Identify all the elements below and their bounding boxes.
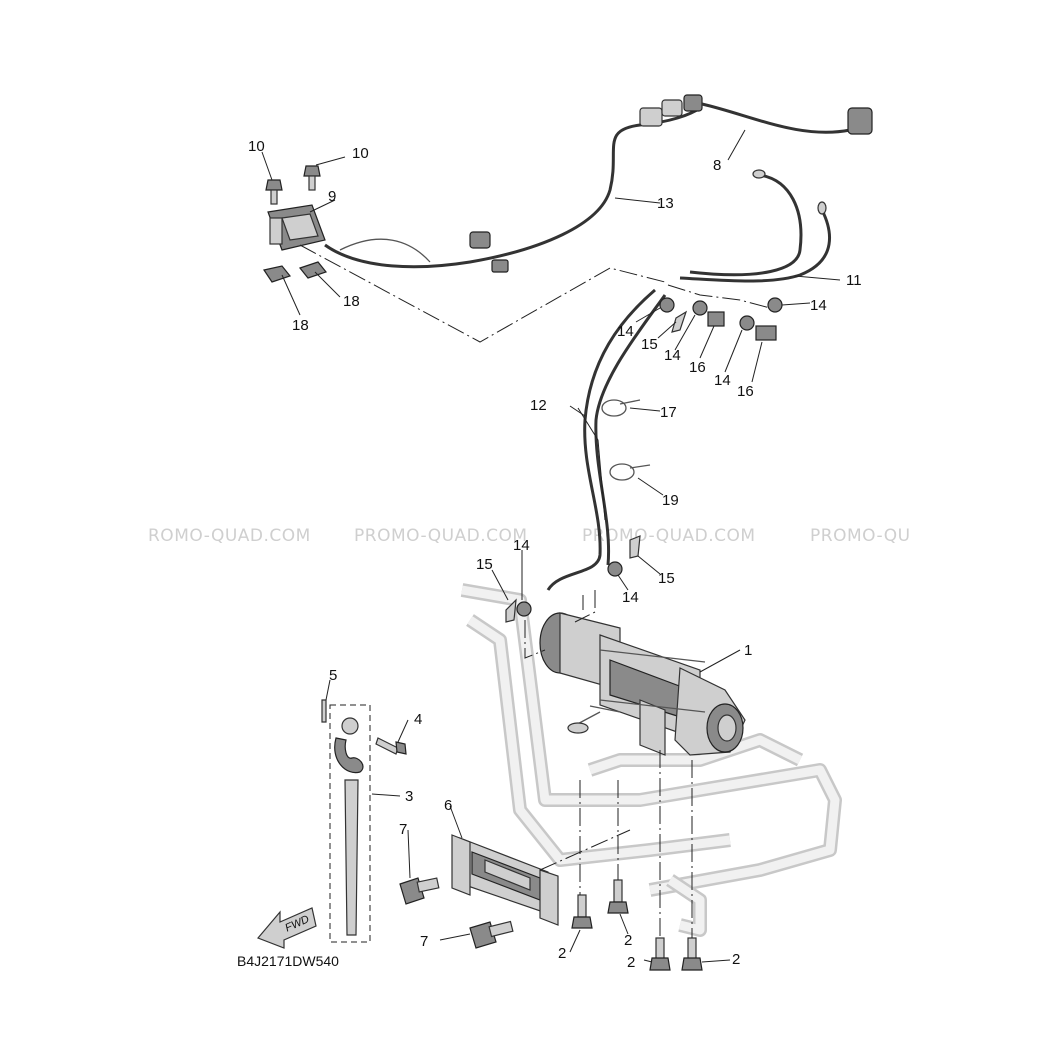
callout-2c: 2 <box>627 954 635 971</box>
callout-9: 9 <box>328 188 336 205</box>
cap-15-top <box>671 310 688 333</box>
callout-10a: 10 <box>248 138 265 155</box>
nut-14-bottom-b <box>607 561 623 577</box>
front-bumper-frame <box>460 583 842 937</box>
nut-14-top-a <box>659 297 675 313</box>
callout-16a: 16 <box>689 359 706 376</box>
wiring-harness <box>324 94 873 273</box>
callout-15a: 15 <box>641 336 658 353</box>
callout-2d: 2 <box>732 951 740 968</box>
leader-lines <box>261 129 841 963</box>
bolt-7b <box>469 920 514 949</box>
nut-14-top-c <box>739 315 755 331</box>
callout-14e: 14 <box>513 537 530 554</box>
callout-5: 5 <box>329 667 337 684</box>
cap-15-bottom-b <box>629 535 641 559</box>
bolt-10b <box>303 165 321 191</box>
callout-8: 8 <box>713 157 721 174</box>
fwd-arrow: FWD <box>256 907 317 949</box>
watermark-text-4: PROMO-QU <box>810 526 911 546</box>
nut-14-bottom-a <box>516 601 532 617</box>
bolt-2a <box>571 894 593 929</box>
cover-16-b <box>755 325 777 341</box>
cable-ties <box>601 399 651 481</box>
callout-14b: 14 <box>617 323 634 340</box>
callout-15b: 15 <box>476 556 493 573</box>
relation-lines <box>299 244 771 938</box>
cover-16-a <box>707 311 725 327</box>
bolt-2b <box>607 879 629 914</box>
nut-14-top-d <box>767 297 783 313</box>
cap-15-bottom-a <box>505 598 517 623</box>
diagram-code: B4J2171DW540 <box>237 953 339 969</box>
relay-assembly <box>263 165 328 283</box>
callout-11: 11 <box>846 272 862 289</box>
callout-numbers: 1 2 2 2 2 3 4 5 6 7 7 8 9 10 10 11 12 13… <box>248 138 862 971</box>
callout-14a: 14 <box>810 297 827 314</box>
hook-strap-set <box>321 699 407 943</box>
bolt-2d <box>681 937 703 971</box>
callout-3: 3 <box>405 788 413 805</box>
callout-10b: 10 <box>352 145 369 162</box>
callout-14f: 14 <box>622 589 639 606</box>
callout-16b: 16 <box>737 383 754 400</box>
callout-7a: 7 <box>399 821 407 838</box>
callout-19: 19 <box>662 492 679 509</box>
watermark-text-1: ROMO-QUAD.COM <box>148 526 311 546</box>
watermark: ROMO-QUAD.COM PROMO-QUAD.COM PROMO-QUAD.… <box>148 526 911 546</box>
nut-14-top-b <box>692 300 708 316</box>
callout-12: 12 <box>530 397 547 414</box>
callout-13: 13 <box>657 195 674 212</box>
callout-4: 4 <box>414 711 422 728</box>
terminal-hardware <box>505 297 783 623</box>
callout-17: 17 <box>660 404 677 421</box>
battery-leads <box>679 169 832 283</box>
callout-18b: 18 <box>343 293 360 310</box>
callout-2b: 2 <box>624 932 632 949</box>
bolt-2c <box>649 937 671 971</box>
callout-7b: 7 <box>420 933 428 950</box>
bolt-7a <box>399 877 440 905</box>
fairlead <box>451 834 559 926</box>
callout-14c: 14 <box>664 347 681 364</box>
watermark-text-3: PROMO-QUAD.COM <box>582 526 756 546</box>
callout-1: 1 <box>744 642 752 659</box>
watermark-text-2: PROMO-QUAD.COM <box>354 526 528 546</box>
bolt-10a <box>265 179 283 205</box>
nut-18b <box>298 261 328 279</box>
bolts <box>399 877 703 971</box>
nut-18a <box>263 265 292 283</box>
winch-cable <box>546 288 667 591</box>
callout-6: 6 <box>444 797 452 814</box>
winch <box>539 612 746 756</box>
callout-14d: 14 <box>714 372 731 389</box>
callout-2a: 2 <box>558 945 566 962</box>
callout-18a: 18 <box>292 317 309 334</box>
callout-15c: 15 <box>658 570 675 587</box>
